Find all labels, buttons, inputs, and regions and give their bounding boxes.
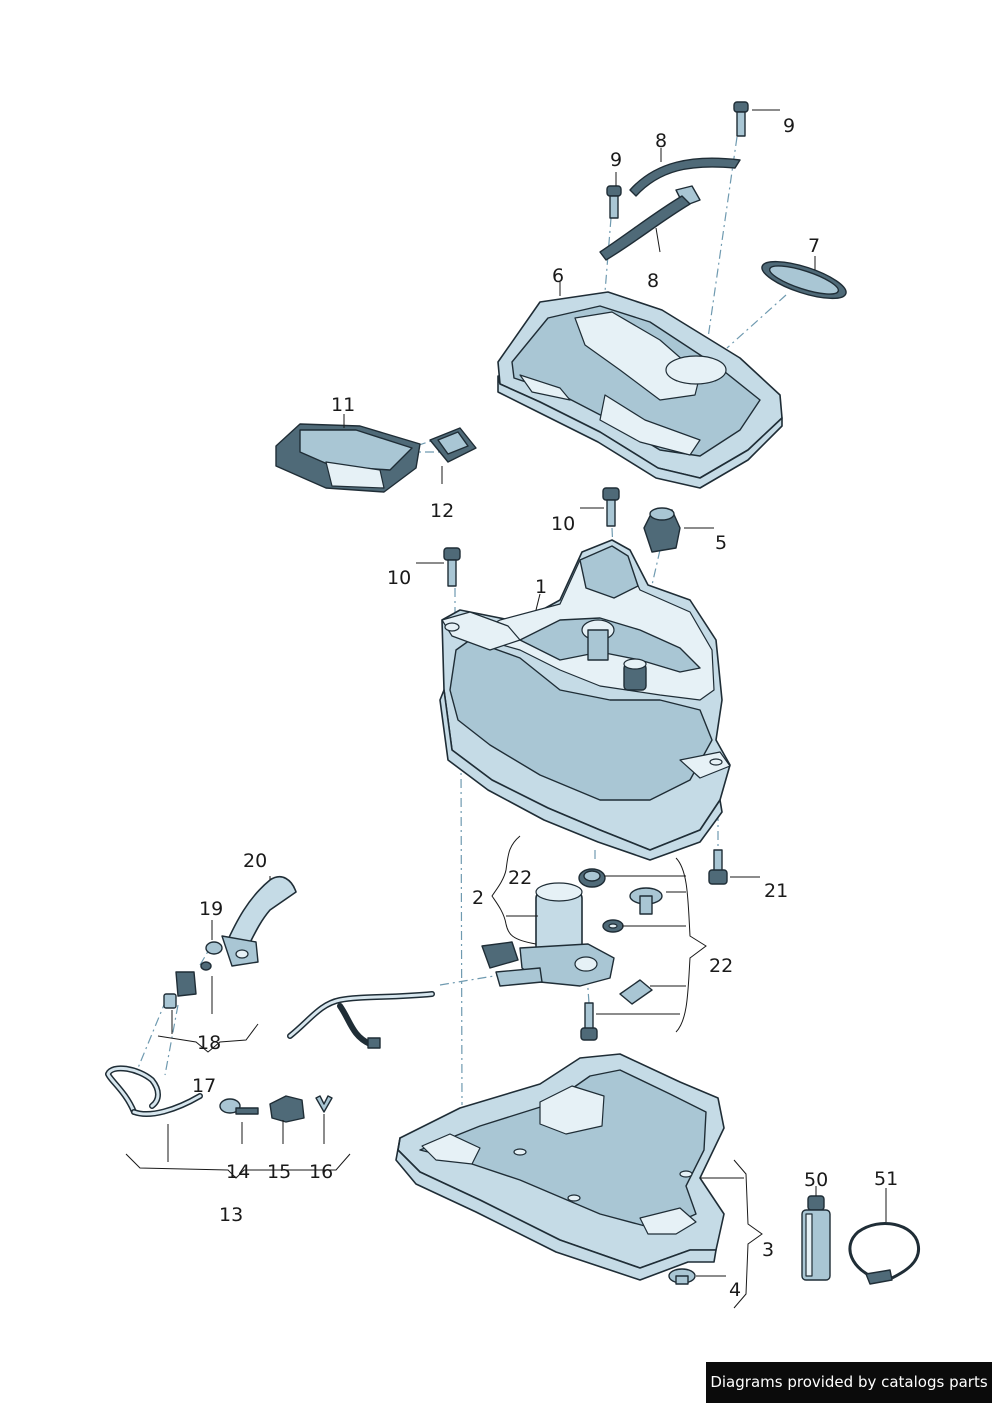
pump-part-2 [481, 882, 615, 987]
filler-neck-part-20 [221, 876, 297, 967]
bolt-part-10-upper [602, 487, 620, 527]
bottle-part-50 [801, 1195, 831, 1281]
control-unit-part-11 [275, 423, 421, 493]
clip-part-16 [315, 1095, 333, 1113]
cable-tie-part-51 [848, 1222, 921, 1285]
callout-20: 20 [243, 850, 267, 872]
callout-11: 11 [331, 394, 355, 416]
callout-2: 2 [472, 887, 484, 909]
callout-21: 21 [764, 880, 788, 902]
callout-19: 19 [199, 898, 223, 920]
strap-part-8-lower [599, 195, 691, 261]
callout-10-lower: 10 [387, 567, 411, 589]
callout-17: 17 [192, 1075, 216, 1097]
callout-6: 6 [552, 265, 564, 287]
valve-part-18 [163, 971, 197, 1009]
callout-16: 16 [309, 1161, 333, 1183]
clamp-part-19 [200, 941, 223, 971]
screw-part-9-right [733, 101, 749, 137]
hose-part-17 [287, 991, 435, 1049]
tray-part-3 [395, 1053, 725, 1281]
tank-cover-part-6 [497, 291, 783, 489]
bolt-part-21 [708, 849, 728, 885]
clip-part-15 [269, 1095, 305, 1123]
callout-15: 15 [267, 1161, 291, 1183]
callout-18: 18 [197, 1032, 221, 1054]
callout-10-upper: 10 [551, 513, 575, 535]
callout-7: 7 [808, 235, 820, 257]
callout-5: 5 [715, 532, 727, 554]
clip-part-14 [219, 1098, 259, 1115]
callout-9-right: 9 [783, 115, 795, 137]
cap-part-5 [643, 507, 681, 553]
callout-22-right: 22 [709, 955, 733, 977]
gasket-part-7 [761, 260, 847, 300]
grommet-part-4 [668, 1268, 696, 1285]
callout-22-left: 22 [508, 867, 532, 889]
callout-8-lower: 8 [647, 270, 659, 292]
callout-9-left: 9 [610, 149, 622, 171]
screw-part-9-left [606, 185, 622, 219]
callout-numbers: 9 8 9 7 8 6 11 12 10 5 10 1 20 22 21 2 1… [192, 115, 898, 1301]
callout-12: 12 [430, 500, 454, 522]
bolt-part-10-lower [443, 547, 461, 587]
callout-13: 13 [219, 1204, 243, 1226]
callout-4: 4 [729, 1279, 741, 1301]
callout-8-upper: 8 [655, 130, 667, 152]
callout-3: 3 [762, 1239, 774, 1261]
tank-part-1 [439, 539, 731, 861]
callout-51: 51 [874, 1168, 898, 1190]
attribution-footer: Diagrams provided by catalogs parts [706, 1362, 992, 1403]
callout-50: 50 [804, 1169, 828, 1191]
callout-1: 1 [535, 576, 547, 598]
mounting-kit-part-22 [578, 868, 663, 1041]
bracket-part-12 [429, 427, 477, 463]
leader-lines [125, 109, 887, 1309]
hose-part-13 [105, 1065, 203, 1118]
callout-14: 14 [226, 1161, 250, 1183]
